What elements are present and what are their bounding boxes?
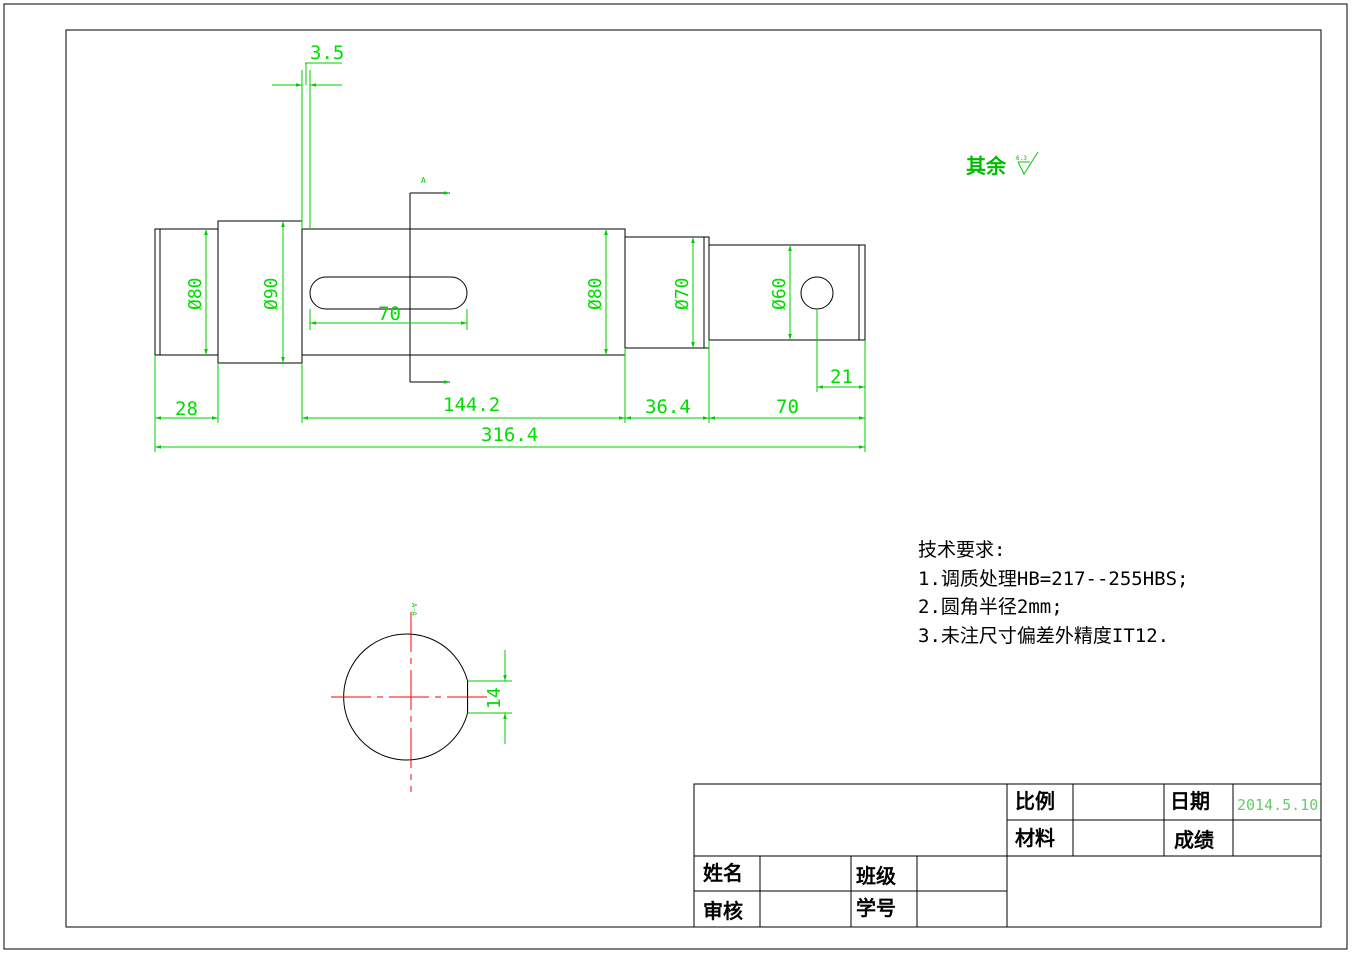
- shaft-segment-5: [708, 244, 866, 341]
- dimension-lines: [154, 62, 866, 452]
- dim-dia-2: Ø90: [261, 277, 282, 310]
- dim-dia-4: Ø70: [672, 277, 693, 310]
- title-block: [693, 783, 1322, 928]
- dim-key-width: 14: [484, 687, 505, 709]
- section-body: [343, 633, 469, 761]
- dim-dia-1: Ø80: [185, 277, 206, 310]
- tech-item-2: 2.圆角半径2mm;: [918, 596, 1063, 618]
- section-view: [331, 612, 512, 792]
- dim-keyway-length: 70: [378, 303, 401, 325]
- tech-item-1: 1.调质处理HB=217--255HBS;: [918, 568, 1188, 590]
- tech-item-3: 3.未注尺寸偏差外精度IT12.: [918, 625, 1169, 647]
- dim-dia-5: Ø60: [769, 277, 790, 310]
- dim-total-length: 316.4: [481, 424, 538, 446]
- dim-offset-top: 3.5: [310, 42, 344, 64]
- dim-len-1: 28: [175, 398, 198, 420]
- class-label: 班级: [856, 864, 896, 888]
- shaft-segment-2: [217, 220, 303, 364]
- shaft-segment-4: [624, 236, 710, 349]
- tech-title: 技术要求:: [918, 539, 1005, 561]
- material-label: 材料: [1015, 826, 1055, 850]
- dim-hole-offset: 21: [830, 366, 853, 388]
- name-label: 姓名: [703, 861, 743, 885]
- grade-label: 成绩: [1174, 828, 1214, 852]
- shaft-segment-3: [301, 228, 626, 356]
- dim-dia-3: Ø80: [585, 277, 606, 310]
- roughness-symbol-icon: [1017, 151, 1039, 176]
- dim-len-4: 70: [776, 396, 799, 418]
- roughness-label: 其余: [966, 154, 1007, 178]
- section-label: A-A: [410, 603, 418, 616]
- review-label: 审核: [703, 899, 743, 923]
- date-label: 日期: [1170, 789, 1210, 813]
- section-marker: A: [421, 176, 426, 185]
- scale-label: 比例: [1015, 789, 1055, 813]
- date-value[interactable]: 2014.5.10: [1237, 796, 1318, 814]
- dim-len-2: 144.2: [443, 394, 500, 416]
- student-id-label: 学号: [856, 896, 896, 920]
- dim-len-3: 36.4: [645, 396, 691, 418]
- shaft-outline: [154, 220, 866, 364]
- keyway-slot: [309, 276, 468, 310]
- outer-border: [3, 3, 1348, 950]
- roughness-value: 6.3: [1016, 155, 1027, 162]
- cross-hole: [800, 276, 834, 310]
